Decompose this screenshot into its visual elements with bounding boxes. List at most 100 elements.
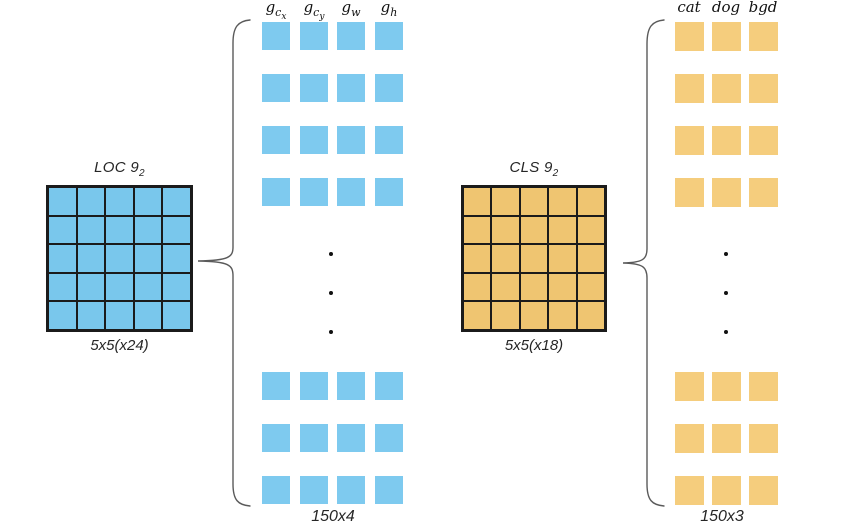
grid-cell xyxy=(76,215,106,245)
output-square xyxy=(749,74,778,103)
grid-cell xyxy=(576,215,605,245)
grid-cell xyxy=(105,244,134,273)
output-square xyxy=(300,372,328,400)
output-square xyxy=(337,178,365,206)
output-square xyxy=(675,476,704,505)
grid-cell xyxy=(48,244,77,273)
output-square xyxy=(300,74,328,102)
grid-cell xyxy=(463,272,492,302)
grid-cell xyxy=(548,272,577,302)
column-header: bgd xyxy=(748,0,778,16)
output-square xyxy=(300,178,328,206)
grid-cell xyxy=(491,244,520,273)
cls-grid-size-label: 5x5(x18) xyxy=(504,337,564,354)
grid-cell xyxy=(105,272,134,302)
output-square xyxy=(300,22,328,50)
output-square xyxy=(749,22,778,51)
column-header: cat xyxy=(677,0,701,16)
output-square xyxy=(712,424,741,453)
output-square xyxy=(337,74,365,102)
grid-cell xyxy=(491,187,520,216)
column-header: gcx xyxy=(265,0,287,23)
grid-cell xyxy=(133,301,163,330)
ellipsis-dot xyxy=(724,291,728,295)
output-square xyxy=(375,476,403,504)
output-square xyxy=(749,476,778,505)
grid-cell xyxy=(576,272,605,302)
grid-cell xyxy=(519,272,549,302)
output-square xyxy=(749,372,778,401)
output-square xyxy=(337,476,365,504)
output-square xyxy=(262,476,290,504)
grid-cell xyxy=(519,215,549,245)
grid-cell xyxy=(133,215,163,245)
output-square xyxy=(675,22,704,51)
grid-cell xyxy=(463,244,492,273)
output-square xyxy=(712,178,741,207)
grid-cell xyxy=(576,244,605,273)
loc-total-label: 150x4 xyxy=(311,508,355,525)
grid-cell xyxy=(162,272,191,302)
grid-cell xyxy=(519,187,549,216)
output-square xyxy=(262,74,290,102)
column-header: dog xyxy=(711,0,741,16)
cls-feature-grid xyxy=(461,185,607,332)
grid-cell xyxy=(519,244,549,273)
output-square xyxy=(337,372,365,400)
output-square xyxy=(675,178,704,207)
output-square xyxy=(675,74,704,103)
output-square xyxy=(300,476,328,504)
grid-cell xyxy=(463,301,492,330)
output-square xyxy=(300,424,328,452)
cls-grid-title: CLS 92 xyxy=(509,159,559,179)
grid-cell xyxy=(548,215,577,245)
output-square xyxy=(675,126,704,155)
output-square xyxy=(375,424,403,452)
output-square xyxy=(675,372,704,401)
column-header: gh xyxy=(380,0,398,19)
grid-cell xyxy=(133,272,163,302)
left-curly-brace xyxy=(197,19,251,507)
output-square xyxy=(749,424,778,453)
grid-cell xyxy=(162,187,191,216)
grid-cell xyxy=(548,244,577,273)
grid-cell xyxy=(105,187,134,216)
grid-cell xyxy=(133,187,163,216)
grid-cell xyxy=(162,301,191,330)
loc-feature-grid xyxy=(46,185,193,332)
grid-cell xyxy=(48,187,77,216)
output-square xyxy=(262,22,290,50)
ellipsis-dot xyxy=(724,252,728,256)
grid-cell xyxy=(48,301,77,330)
grid-cell xyxy=(576,301,605,330)
grid-cell xyxy=(162,244,191,273)
grid-cell xyxy=(491,301,520,330)
output-square xyxy=(337,424,365,452)
grid-cell xyxy=(105,301,134,330)
grid-cell xyxy=(105,215,134,245)
ellipsis-dot xyxy=(724,330,728,334)
output-square xyxy=(262,424,290,452)
output-square xyxy=(262,372,290,400)
grid-cell xyxy=(76,244,106,273)
grid-cell xyxy=(48,215,77,245)
grid-cell xyxy=(48,272,77,302)
grid-cell xyxy=(76,272,106,302)
output-square xyxy=(375,372,403,400)
right-curly-brace xyxy=(622,19,665,507)
output-square xyxy=(375,22,403,50)
output-square xyxy=(262,178,290,206)
output-square xyxy=(712,372,741,401)
output-square xyxy=(337,126,365,154)
ellipsis-dot xyxy=(329,252,333,256)
output-square xyxy=(712,126,741,155)
grid-cell xyxy=(463,215,492,245)
output-square xyxy=(375,178,403,206)
grid-cell xyxy=(463,187,492,216)
column-header: gw xyxy=(341,0,361,19)
output-square xyxy=(375,126,403,154)
cls-total-label: 150x3 xyxy=(700,508,744,525)
output-square xyxy=(375,74,403,102)
output-square xyxy=(262,126,290,154)
